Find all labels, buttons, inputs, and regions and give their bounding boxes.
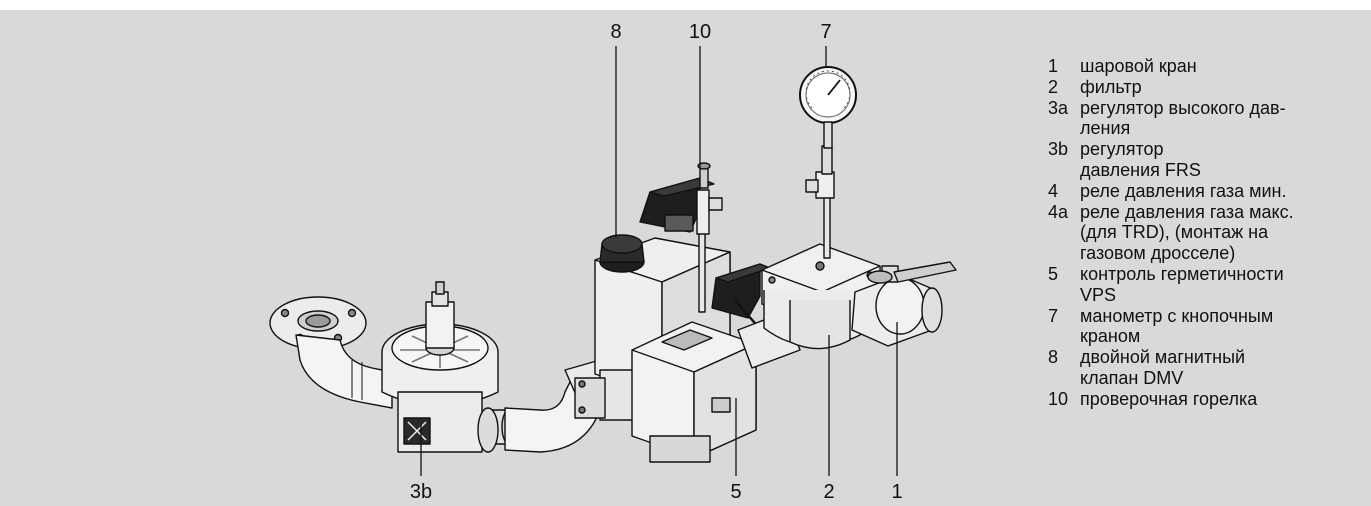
tightness-control-vps [631,321,757,463]
callout-1: 1 [891,481,903,503]
inlet-flange [269,296,367,350]
pressure-gauge [799,66,857,259]
legend-item: 7 манометр с кнопочным краном [1048,306,1368,348]
legend-number: 4 [1048,180,1059,201]
legend: 1 шаровой кран 2 фильтр 3a регулятор высоко… [1048,56,1368,410]
legend-number: 4a [1048,201,1069,222]
legend-text: двойной магнитный клапан DMV [1080,347,1246,388]
legend-text: проверочная горелка [1080,388,1258,409]
legend-item: 4 реле давления газа мин. [1048,181,1368,202]
legend-number: 7 [1048,305,1059,326]
legend-text: реле давления газа макс. (для TRD), (мон… [1080,201,1294,264]
legend-number: 1 [1048,56,1059,76]
legend-number: 3b [1048,139,1069,160]
legend-text: регулятор давления FRS [1080,139,1201,180]
legend-number: 2 [1048,76,1059,97]
legend-item: 3a регулятор высокого дав- ления [1048,98,1368,140]
legend-number: 10 [1048,388,1069,409]
callout-8: 8 [610,21,622,43]
ball-valve [851,261,957,347]
legend-text: манометр с кнопочным краном [1080,305,1274,347]
legend-item: 1 шаровой кран [1048,56,1368,77]
legend-number: 5 [1048,263,1059,284]
filter [761,243,881,350]
legend-item: 2 фильтр [1048,77,1368,98]
legend-item: 10 проверочная горелка [1048,389,1368,410]
legend-item: 4a реле давления газа макс. (для TRD), (м… [1048,202,1368,264]
legend-text: регулятор высокого дав- ления [1080,97,1286,139]
legend-item: 8 двойной магнитный клапан DMV [1048,347,1368,389]
callout-10: 10 [688,21,712,43]
legend-item: 5 контроль герметичности VPS [1048,264,1368,306]
legend-number: 8 [1048,347,1059,368]
callout-2: 2 [823,481,835,503]
regulator-frs [381,281,519,453]
inlet-elbow-pipe [295,334,393,409]
test-burner [696,162,723,313]
legend-text: контроль герметичности VPS [1080,263,1284,305]
legend-text: реле давления газа мин. [1080,180,1287,201]
callout-7: 7 [820,21,832,43]
legend-text: шаровой кран [1080,56,1197,76]
legend-number: 3a [1048,97,1069,118]
legend-text: фильтр [1080,76,1142,97]
leader-lines [420,46,898,476]
callout-3b: 3b [409,481,433,503]
callout-5: 5 [730,481,742,503]
legend-item: 3b регулятор давления FRS [1048,139,1368,181]
